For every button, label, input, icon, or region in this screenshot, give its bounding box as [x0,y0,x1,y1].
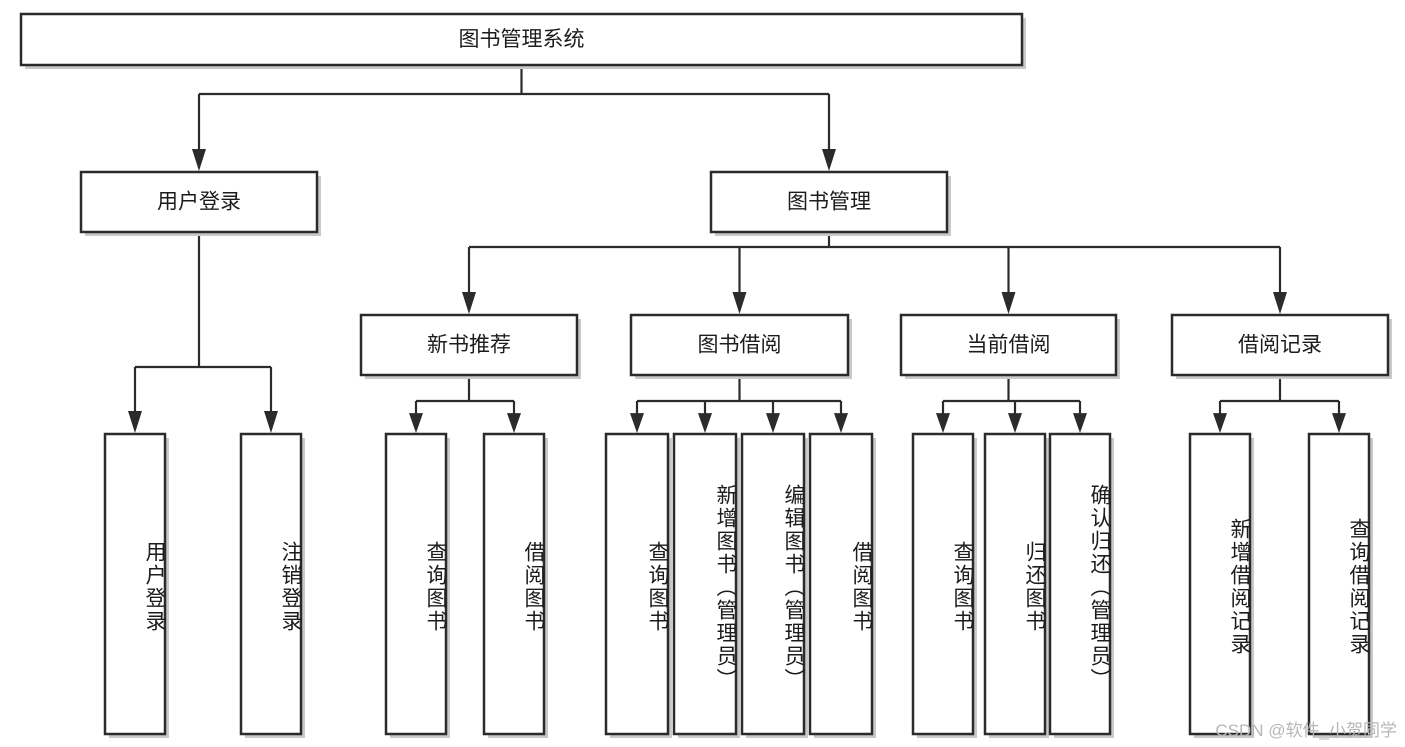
node-box-leaf-query-book-2[interactable] [604,432,670,736]
node-box-book-manage[interactable] [709,170,949,234]
node-box-leaf-confirm-return[interactable] [1048,432,1112,736]
node-box-leaf-add-book[interactable] [672,432,738,736]
node-label-root: 图书管理系统 [459,28,585,51]
edge-group-borrow-record [1213,375,1346,433]
node-box-leaf-query-book-3[interactable] [911,432,975,736]
node-box-leaf-return-book[interactable] [983,432,1047,736]
edge-layer [128,65,1346,433]
node-box-leaf-edit-book[interactable] [740,432,806,736]
node-box-root[interactable] [19,12,1024,67]
edge-group-user-login [128,232,278,433]
node-box-leaf-add-record[interactable] [1188,432,1252,736]
node-box-leaf-user-logout[interactable] [239,432,303,736]
edge-group-book-manage [462,232,1287,314]
edge-group-root [192,65,836,171]
node-box-leaf-query-record[interactable] [1307,432,1371,736]
edge-group-book-borrow [630,375,848,433]
node-label-borrow-record: 借阅记录 [1238,334,1322,357]
node-box-new-book-rec[interactable] [359,313,579,377]
node-box-current-borrow[interactable] [899,313,1118,377]
node-label-book-borrow: 图书借阅 [698,334,782,357]
node-box-borrow-record[interactable] [1170,313,1390,377]
node-box-leaf-query-book-1[interactable] [384,432,448,736]
node-box-book-borrow[interactable] [629,313,850,377]
node-label-user-login: 用户登录 [157,191,241,214]
node-box-leaf-user-login[interactable] [103,432,167,736]
edge-group-current-borrow [936,375,1087,433]
box-layer [19,12,1392,738]
watermark-text: CSDN @软件_小贺同学 [1215,721,1397,740]
node-box-leaf-borrow-book-1[interactable] [482,432,546,736]
node-box-user-login[interactable] [79,170,319,234]
node-label-book-manage: 图书管理 [787,191,871,214]
node-box-leaf-borrow-book-2[interactable] [808,432,874,736]
node-label-new-book-rec: 新书推荐 [427,334,511,357]
edge-group-new-book-rec [409,375,521,433]
node-label-current-borrow: 当前借阅 [967,334,1051,357]
